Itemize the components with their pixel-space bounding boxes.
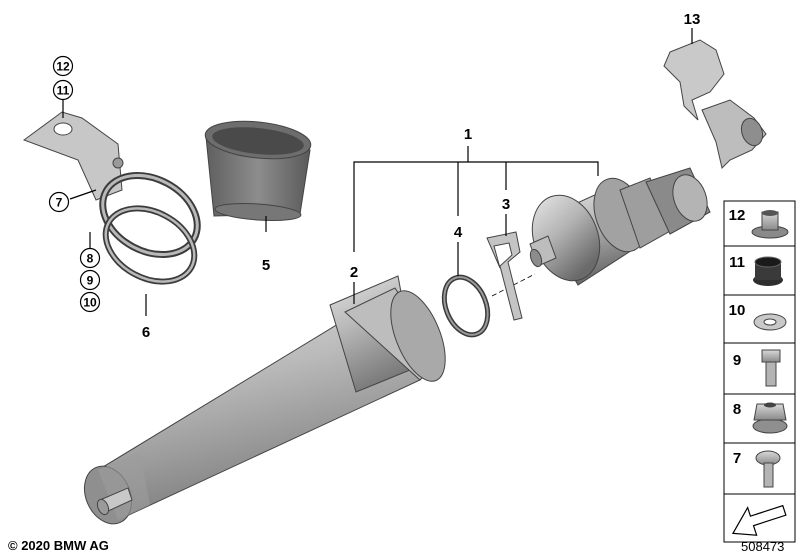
circled-11-text: 11 <box>57 84 70 98</box>
panel-label-12: 12 <box>729 207 746 224</box>
panel-label-8: 8 <box>733 401 741 418</box>
panel-row-10: 10 <box>723 294 796 344</box>
circled-8-text: 8 <box>87 252 94 266</box>
circled-label-10: 10 <box>79 291 101 313</box>
callout-3: 3 <box>502 196 510 213</box>
circled-label-11: 11 <box>52 79 74 101</box>
circled-7-text: 7 <box>56 196 63 210</box>
leader-lines <box>62 28 693 316</box>
panel-label-11: 11 <box>729 254 745 271</box>
circled-label-7: 7 <box>48 191 70 213</box>
rubber-sleeve <box>204 120 312 222</box>
panel-arrow-box <box>723 493 796 543</box>
callout-5: 5 <box>262 257 270 274</box>
callout-1: 1 <box>464 126 472 143</box>
circled-12-text: 12 <box>56 60 70 74</box>
bracket-clamp <box>22 111 201 285</box>
holder-clip <box>663 39 767 169</box>
panel-row-12: 12 <box>723 200 796 247</box>
fuel-filter-canister <box>83 275 446 525</box>
circled-10-text: 10 <box>83 296 97 310</box>
panel-row-8: 8 <box>723 393 796 444</box>
copyright-text: © 2020 BMW AG <box>8 538 109 553</box>
callout-6: 6 <box>142 324 150 341</box>
panel-row-7: 7 <box>723 442 796 495</box>
callout-13: 13 <box>684 11 701 28</box>
circled-label-8: 8 <box>79 247 101 269</box>
panel-label-9: 9 <box>733 352 741 369</box>
diagram-id-text: 508473 <box>741 539 785 554</box>
panel-label-7: 7 <box>733 450 741 467</box>
callout-4: 4 <box>454 224 463 241</box>
panel-label-10: 10 <box>729 302 746 319</box>
circled-label-12: 12 <box>52 55 74 77</box>
callout-2: 2 <box>350 264 358 281</box>
circled-label-9: 9 <box>79 269 101 291</box>
circled-9-text: 9 <box>87 274 94 288</box>
panel-row-11: 11 <box>723 245 796 296</box>
o-ring <box>441 274 491 338</box>
panel-row-9: 9 <box>723 342 796 395</box>
pressure-sensor <box>529 167 711 286</box>
retaining-clip <box>486 231 523 321</box>
arrow-icon <box>731 504 787 536</box>
small-parts-panel: 12 11 10 9 8 <box>723 200 796 543</box>
